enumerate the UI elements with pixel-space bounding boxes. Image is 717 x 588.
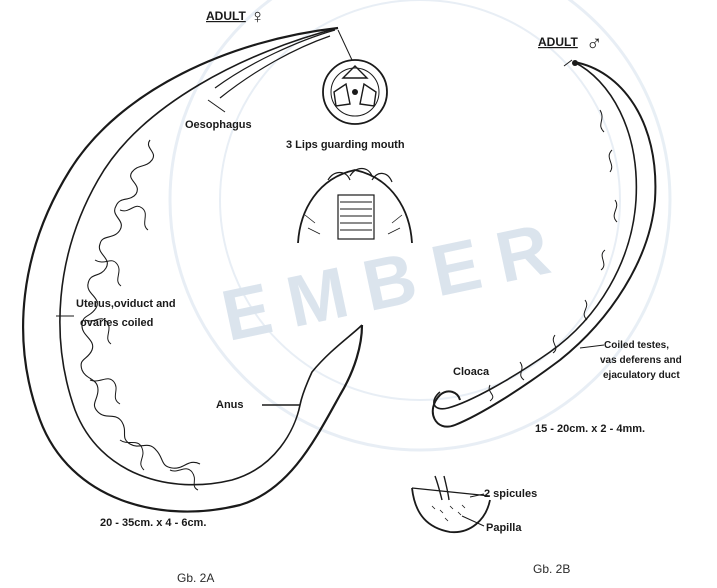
uterus-label-line1: Uterus,oviduct and xyxy=(76,298,176,310)
mouth-label: 3 Lips guarding mouth xyxy=(286,139,405,151)
male-title: ADULT xyxy=(538,35,578,49)
watermark: EMBER xyxy=(170,0,670,450)
spicules-label: 2 spicules xyxy=(484,488,537,500)
female-symbol: ♀ xyxy=(250,6,265,28)
oesophagus-label: Oesophagus xyxy=(185,119,252,131)
watermark-text: EMBER xyxy=(215,206,574,357)
testes-label-line3: ejaculatory duct xyxy=(603,370,680,381)
uterus-label-line2: ovaries coiled xyxy=(80,317,153,329)
papilla-label: Papilla xyxy=(486,522,522,534)
head-side-view xyxy=(298,169,412,244)
testes-label-line2: vas deferens and xyxy=(600,355,682,366)
male-symbol: ♂ xyxy=(586,30,603,55)
female-title: ADULT xyxy=(206,9,246,23)
anus-label: Anus xyxy=(216,399,244,411)
female-caption: Gb. 2A xyxy=(177,571,214,585)
testes-label-line1: Coiled testes, xyxy=(604,340,669,351)
male-tail-detail xyxy=(412,476,490,532)
female-size-label: 20 - 35cm. x 4 - 6cm. xyxy=(100,517,206,529)
male-caption: Gb. 2B xyxy=(533,562,570,576)
mouth-detail xyxy=(323,30,387,124)
cloaca-label: Cloaca xyxy=(453,366,490,378)
male-size-label: 15 - 20cm. x 2 - 4mm. xyxy=(535,423,645,435)
